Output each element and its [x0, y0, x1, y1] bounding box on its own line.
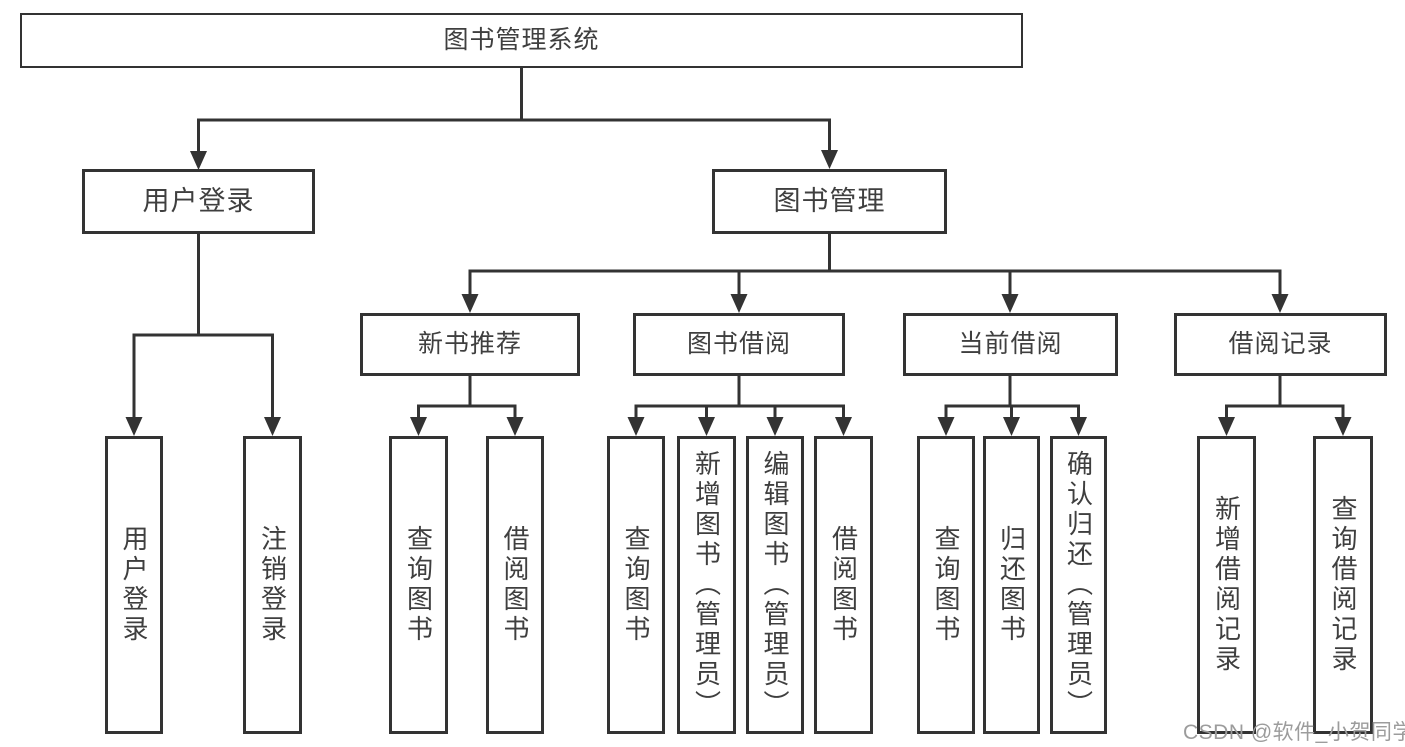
leaf-borrowing-add-books-admin: 新增图书（管理员）: [677, 436, 736, 734]
leaf-records-add-record: 新增借阅记录: [1197, 436, 1256, 734]
leaf-current-query-books-label: 查询图书: [931, 525, 961, 645]
leaf-borrowing-query-books: 查询图书: [607, 436, 665, 734]
connector-root-to-level2: [197, 66, 831, 154]
leaf-current-return-books-label: 归还图书: [996, 525, 1027, 645]
node-current-borrowing-label: 当前借阅: [958, 330, 1063, 358]
node-user-login: 用户登录: [82, 169, 315, 234]
leaf-current-return-books: 归还图书: [983, 436, 1040, 734]
leaf-borrowing-borrow-books: 借阅图书: [814, 436, 873, 734]
leaf-borrowing-edit-books-admin: 编辑图书（管理员）: [746, 436, 804, 734]
node-root-label: 图书管理系统: [443, 26, 600, 54]
leaf-current-confirm-return-admin-label: 确认归还（管理员）: [1063, 450, 1094, 720]
leaf-borrowing-edit-books-admin-label: 编辑图书（管理员）: [760, 450, 790, 720]
node-user-login-label: 用户登录: [142, 186, 255, 216]
connector-book-management-children: [468, 232, 1282, 297]
connector-borrowing-records-children: [1225, 373, 1345, 420]
node-new-book-recommend-label: 新书推荐: [417, 330, 522, 358]
leaf-borrowing-borrow-books-label: 借阅图书: [828, 525, 859, 645]
node-book-management-label: 图书管理: [773, 186, 886, 216]
leaf-logout-login-label: 注销登录: [257, 525, 288, 645]
leaf-newrec-borrow-books-label: 借阅图书: [500, 525, 530, 645]
leaf-borrowing-add-books-admin-label: 新增图书（管理员）: [691, 450, 722, 720]
leaf-records-add-record-label: 新增借阅记录: [1211, 495, 1242, 675]
leaf-logout-login: 注销登录: [243, 436, 302, 734]
leaf-newrec-query-books: 查询图书: [389, 436, 448, 734]
connector-book-borrowing-children: [634, 373, 845, 420]
leaf-user-login-label: 用户登录: [119, 525, 149, 645]
leaf-current-confirm-return-admin: 确认归还（管理员）: [1050, 436, 1107, 734]
leaf-borrowing-query-books-label: 查询图书: [621, 525, 651, 645]
leaf-newrec-query-books-label: 查询图书: [403, 525, 434, 645]
node-book-borrowing-label: 图书借阅: [686, 330, 791, 358]
leaf-user-login: 用户登录: [105, 436, 163, 734]
connector-new-book-recommend-children: [417, 373, 517, 420]
csdn-watermark: CSDN @软件_小贺同学: [1183, 721, 1405, 744]
leaf-newrec-borrow-books: 借阅图书: [486, 436, 544, 734]
connector-current-borrowing-children: [944, 373, 1080, 420]
leaf-records-query-record: 查询借阅记录: [1313, 436, 1373, 734]
node-borrowing-records-label: 借阅记录: [1228, 330, 1333, 358]
node-new-book-recommend: 新书推荐: [360, 313, 580, 376]
node-borrowing-records: 借阅记录: [1174, 313, 1387, 376]
node-book-management: 图书管理: [712, 169, 947, 234]
node-root: 图书管理系统: [20, 13, 1023, 68]
node-current-borrowing: 当前借阅: [903, 313, 1118, 376]
leaf-records-query-record-label: 查询借阅记录: [1328, 495, 1358, 675]
connector-user-login-children: [132, 232, 274, 420]
leaf-current-query-books: 查询图书: [917, 436, 975, 734]
node-book-borrowing: 图书借阅: [633, 313, 845, 376]
